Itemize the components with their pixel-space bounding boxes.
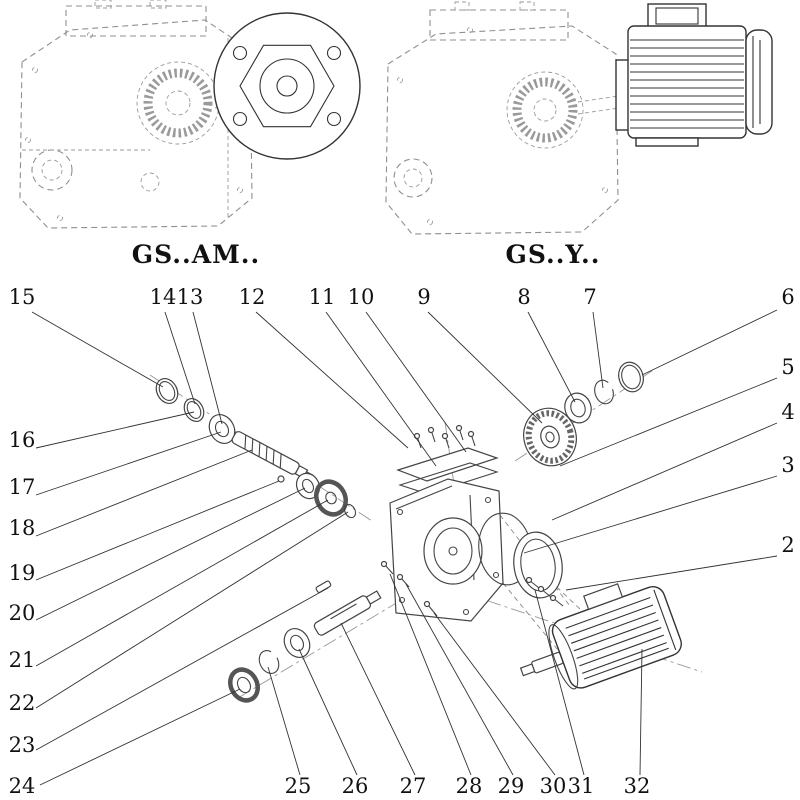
callout-number-13: 13 xyxy=(177,285,204,309)
flange-hex xyxy=(239,44,335,128)
leader-line-24 xyxy=(39,688,241,786)
output-shaft xyxy=(313,590,382,636)
callout-number-11: 11 xyxy=(309,285,336,309)
callout-number-17: 17 xyxy=(9,475,36,499)
callout-number-23: 23 xyxy=(9,733,36,757)
input-bearing xyxy=(208,414,236,444)
leader-line-10 xyxy=(365,311,467,453)
leader-line-28 xyxy=(389,573,472,776)
callout-number-30: 30 xyxy=(540,774,567,798)
leader-line-12 xyxy=(255,311,409,449)
callout-number-18: 18 xyxy=(9,516,36,540)
output-bearing xyxy=(283,628,311,658)
leader-line-30 xyxy=(433,612,556,776)
leader-line-27 xyxy=(340,622,416,776)
callout-number-22: 22 xyxy=(9,691,36,715)
output-cover-ring xyxy=(513,531,563,599)
leader-line-6 xyxy=(641,309,778,376)
callout-number-19: 19 xyxy=(9,561,36,585)
motor-drawing xyxy=(615,3,773,147)
callout-number-16: 16 xyxy=(9,428,36,452)
callout-number-28: 28 xyxy=(456,774,483,798)
callout-number-14: 14 xyxy=(150,285,177,309)
output-circlip xyxy=(258,650,280,674)
leader-line-19 xyxy=(35,480,280,581)
input-seal-ring xyxy=(155,377,179,405)
leader-line-29 xyxy=(405,583,514,776)
leader-line-5 xyxy=(559,377,778,467)
callout-number-6: 6 xyxy=(781,285,794,309)
callout-number-10: 10 xyxy=(348,285,375,309)
housing-screw-bottom xyxy=(423,600,438,617)
input-bore-hatch xyxy=(143,68,213,138)
leader-line-18 xyxy=(35,449,253,537)
callout-number-12: 12 xyxy=(239,285,266,309)
callout-number-15: 15 xyxy=(9,285,36,309)
leader-line-25 xyxy=(267,666,301,776)
callout-number-27: 27 xyxy=(400,774,427,798)
variant-label-gs-y: GS..Y.. xyxy=(506,240,601,269)
leader-line-7 xyxy=(592,311,604,389)
callout-number-7: 7 xyxy=(583,285,596,309)
leader-line-23 xyxy=(35,587,329,751)
callout-number-9: 9 xyxy=(417,285,430,309)
exploded-housing xyxy=(389,478,504,622)
callout-number-26: 26 xyxy=(342,774,369,798)
callout-number-21: 21 xyxy=(9,648,36,672)
leader-line-11 xyxy=(325,311,437,467)
leader-line-16 xyxy=(35,411,195,449)
exploded-view xyxy=(149,361,703,703)
leader-line-15 xyxy=(31,311,164,388)
cover-plate xyxy=(396,447,499,482)
callout-number-2: 2 xyxy=(781,533,794,557)
cover-screws xyxy=(413,424,476,449)
leader-line-2 xyxy=(565,555,778,591)
leader-line-3 xyxy=(523,475,778,554)
leader-line-17 xyxy=(35,431,222,496)
variant-label-gs-am: GS..AM.. xyxy=(132,240,260,269)
gearbox-gs-y-drawing xyxy=(385,1,633,235)
leader-line-20 xyxy=(35,487,306,621)
leader-line-32 xyxy=(639,648,643,776)
big-gear xyxy=(523,407,577,467)
retaining-ring xyxy=(618,361,644,393)
leader-line-22 xyxy=(35,511,349,709)
output-washer xyxy=(228,667,260,703)
leader-line-31 xyxy=(534,589,585,776)
callout-number-32: 32 xyxy=(624,774,651,798)
flange-bolts xyxy=(525,576,564,607)
input-ring xyxy=(183,397,205,423)
leader-line-13 xyxy=(192,311,223,425)
circlip xyxy=(594,379,614,405)
callout-number-29: 29 xyxy=(498,774,525,798)
callout-number-25: 25 xyxy=(285,774,312,798)
callout-number-4: 4 xyxy=(781,400,794,424)
callout-number-8: 8 xyxy=(517,285,530,309)
leader-line-14 xyxy=(164,311,196,405)
fan-cowl xyxy=(745,29,773,135)
callout-number-5: 5 xyxy=(781,355,794,379)
leader-line-9 xyxy=(427,311,543,424)
callout-number-31: 31 xyxy=(568,774,595,798)
leader-line-21 xyxy=(35,499,329,667)
shaft-key xyxy=(315,580,332,593)
callout-number-24: 24 xyxy=(9,774,36,798)
exploded-motor xyxy=(519,583,682,690)
callout-number-20: 20 xyxy=(9,601,36,625)
leader-line-4 xyxy=(551,422,778,521)
flange-drawing xyxy=(213,12,361,160)
motor-terminal-box xyxy=(583,583,624,611)
housing-screw-mid xyxy=(396,573,410,588)
leader-line-26 xyxy=(298,648,358,776)
gear-bearing xyxy=(564,392,592,424)
housing-screw-left xyxy=(380,560,394,575)
pin xyxy=(277,475,285,483)
leader-line-8 xyxy=(527,311,576,403)
callout-number-3: 3 xyxy=(781,453,794,477)
input-bore-hatch xyxy=(512,77,578,143)
